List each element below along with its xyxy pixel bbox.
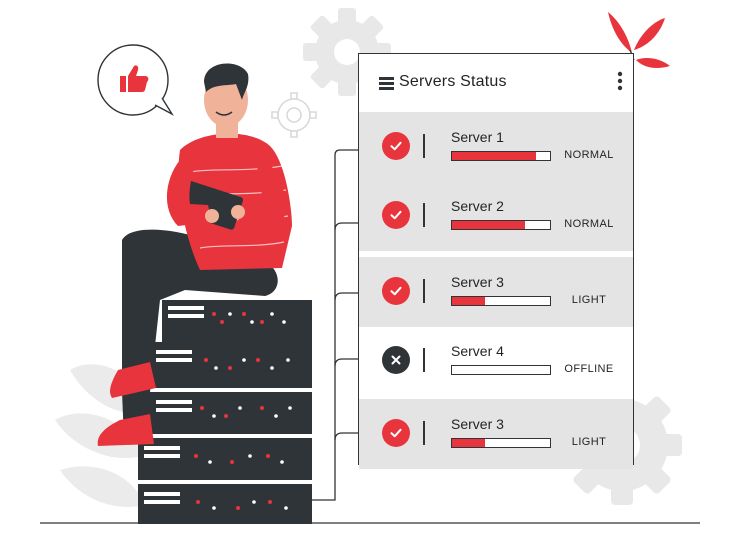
servers-status-panel: Servers Status Server 1 NORMAL Server 2 NOR… <box>358 53 634 469</box>
separator <box>423 134 425 158</box>
thumbs-up-icon <box>120 65 149 92</box>
check-icon <box>382 201 410 229</box>
plant-icon <box>608 12 670 68</box>
status-label: LIGHT <box>571 436 607 448</box>
load-bar <box>451 438 551 448</box>
load-bar-fill <box>452 297 486 305</box>
small-gear-icon <box>271 92 317 138</box>
person-figure <box>97 63 292 446</box>
check-icon <box>382 419 410 447</box>
load-bar <box>451 296 551 306</box>
server-row[interactable]: Server 2 NORMAL <box>359 181 633 251</box>
server-name: Server 4 <box>451 343 504 359</box>
status-label: NORMAL <box>564 149 614 161</box>
load-bar <box>451 151 551 161</box>
server-row[interactable]: Server 4 OFFLINE <box>359 326 633 396</box>
load-bar <box>451 220 551 230</box>
connector-lines <box>312 149 358 501</box>
server-name: Server 1 <box>451 129 504 145</box>
server-name: Server 2 <box>451 198 504 214</box>
load-bar-fill <box>452 439 486 447</box>
speech-bubble <box>97 44 174 116</box>
separator <box>423 348 425 372</box>
server-row[interactable]: Server 1 NORMAL <box>359 112 633 182</box>
separator <box>423 421 425 445</box>
load-bar <box>451 365 551 375</box>
list-icon <box>379 77 394 90</box>
server-row[interactable]: Server 3 LIGHT <box>359 399 633 469</box>
status-label: OFFLINE <box>564 363 614 375</box>
panel-header: Servers Status <box>359 54 633 112</box>
close-icon <box>382 346 410 374</box>
server-name: Server 3 <box>451 274 504 290</box>
kebab-menu-icon[interactable] <box>617 71 623 91</box>
panel-title: Servers Status <box>399 73 507 90</box>
load-bar-fill <box>452 152 537 160</box>
status-label: LIGHT <box>571 294 607 306</box>
server-rack <box>138 300 312 524</box>
separator <box>423 279 425 303</box>
check-icon <box>382 132 410 160</box>
check-icon <box>382 277 410 305</box>
load-bar-fill <box>452 221 525 229</box>
server-row[interactable]: Server 3 LIGHT <box>359 257 633 327</box>
server-name: Server 3 <box>451 416 504 432</box>
separator <box>423 203 425 227</box>
status-label: NORMAL <box>564 218 614 230</box>
